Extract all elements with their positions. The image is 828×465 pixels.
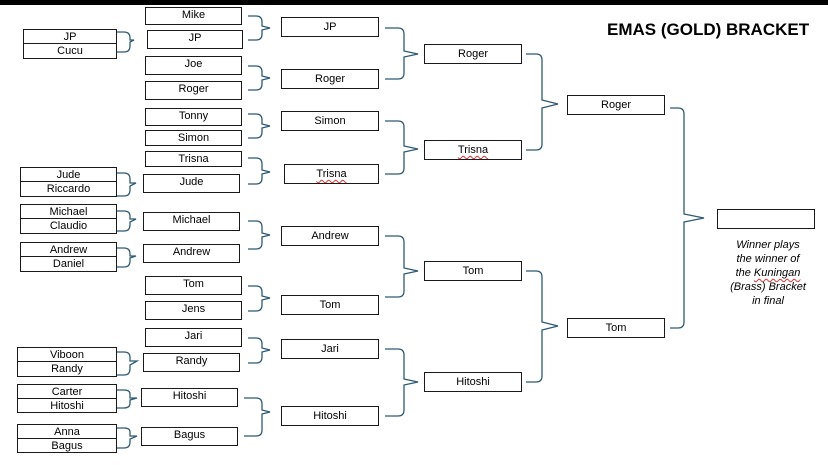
player-name: Hitoshi [50, 399, 84, 412]
connector-r2-3 [385, 235, 419, 298]
round1-slot: Simon [145, 130, 242, 146]
round1-slot: Hitoshi [141, 388, 238, 407]
player-name: Andrew [21, 243, 116, 257]
note-line: in final [752, 295, 784, 307]
round1-slot: JP [147, 30, 243, 49]
round3-slot: Tom [424, 261, 522, 281]
qualifier-pair: Andrew Daniel [20, 242, 117, 272]
connector-r1-4 [248, 157, 271, 185]
round1-slot: Jude [143, 174, 240, 193]
top-border-bar [0, 0, 828, 5]
qualifier-pair: Anna Bagus [17, 424, 117, 453]
winner-slot [717, 209, 815, 229]
player-name: Riccardo [46, 183, 91, 195]
round1-slot: Mike [145, 7, 242, 25]
round1-slot: Jens [145, 301, 242, 320]
note-line: (Brass) Bracket [730, 281, 806, 293]
connector-q4 [117, 247, 137, 268]
final-note: Winner plays the winner of the Kuningan … [722, 238, 814, 308]
semifinal-slot: Roger [567, 95, 665, 115]
round1-slot: Michael [143, 212, 240, 231]
player-name: Daniel [52, 258, 85, 270]
player-name: Michael [21, 205, 116, 219]
round1-slot: Tonny [145, 108, 242, 126]
connector-q3 [117, 210, 137, 232]
note-text: the [735, 267, 754, 279]
round3-slot: Hitoshi [424, 372, 522, 392]
round3-slot: Roger [424, 44, 522, 64]
round1-slot: Tom [145, 276, 242, 295]
connector-q6 [117, 389, 138, 409]
round1-slot: Joe [145, 56, 242, 75]
player-name: Bagus [51, 439, 83, 452]
connector-final [670, 107, 705, 329]
round1-slot: Jari [145, 328, 242, 347]
round1-slot: Bagus [141, 427, 238, 446]
round2-slot: Jari [281, 339, 379, 359]
qualifier-pair: Carter Hitoshi [17, 384, 117, 413]
bracket-title: EMAS (GOLD) BRACKET [607, 20, 810, 39]
qualifier-pair: Michael Claudio [20, 204, 117, 234]
note-brass-word: Kuningan [753, 267, 801, 279]
qualifier-pair: JP Cucu [23, 29, 117, 59]
qualifier-pair: Viboon Randy [17, 347, 117, 377]
qualifier-pair: Jude Riccardo [20, 167, 117, 197]
player-name: Carter [18, 385, 116, 399]
connector-r2-1 [385, 27, 419, 80]
connector-r1-8 [244, 397, 271, 437]
round2-slot: Andrew [281, 226, 379, 246]
player-name: Viboon [18, 348, 116, 362]
connector-r1-6 [248, 285, 271, 312]
player-name: Randy [51, 363, 83, 375]
note-line: the Kuningan [722, 266, 814, 280]
connector-r1-7 [248, 337, 271, 364]
semifinal-slot: Tom [567, 318, 665, 338]
round1-slot: Roger [145, 81, 242, 100]
round1-slot: Randy [143, 353, 240, 372]
player-name: Anna [18, 425, 116, 439]
connector-r3-1 [526, 53, 559, 151]
round2-slot: Roger [281, 69, 379, 89]
round3-slot: Trisna [424, 140, 522, 160]
connector-r1-2 [248, 65, 271, 91]
connector-r1-1 [248, 15, 271, 41]
round2-slot: Hitoshi [281, 406, 379, 426]
connector-q1 [117, 31, 135, 53]
player-name: JP [24, 30, 116, 44]
connector-q7 [117, 427, 138, 449]
round1-slot: Andrew [143, 244, 240, 263]
note-line: the winner of [736, 253, 800, 265]
round2-slot: JP [281, 17, 379, 37]
player-name: Cucu [57, 45, 83, 57]
round1-slot: Trisna [145, 151, 242, 167]
connector-r2-2 [385, 120, 419, 175]
connector-r1-5 [248, 220, 271, 250]
round2-slot: Simon [281, 111, 379, 131]
note-line: Winner plays [736, 239, 800, 251]
connector-r3-2 [526, 270, 559, 383]
player-name: Jude [21, 168, 116, 182]
round2-slot: Trisna [284, 164, 379, 184]
connector-q5 [117, 351, 140, 376]
player-name: Claudio [49, 220, 88, 232]
connector-r2-4 [385, 348, 419, 417]
round2-slot: Tom [281, 295, 379, 315]
connector-q2 [117, 172, 137, 197]
connector-r1-3 [248, 113, 271, 139]
